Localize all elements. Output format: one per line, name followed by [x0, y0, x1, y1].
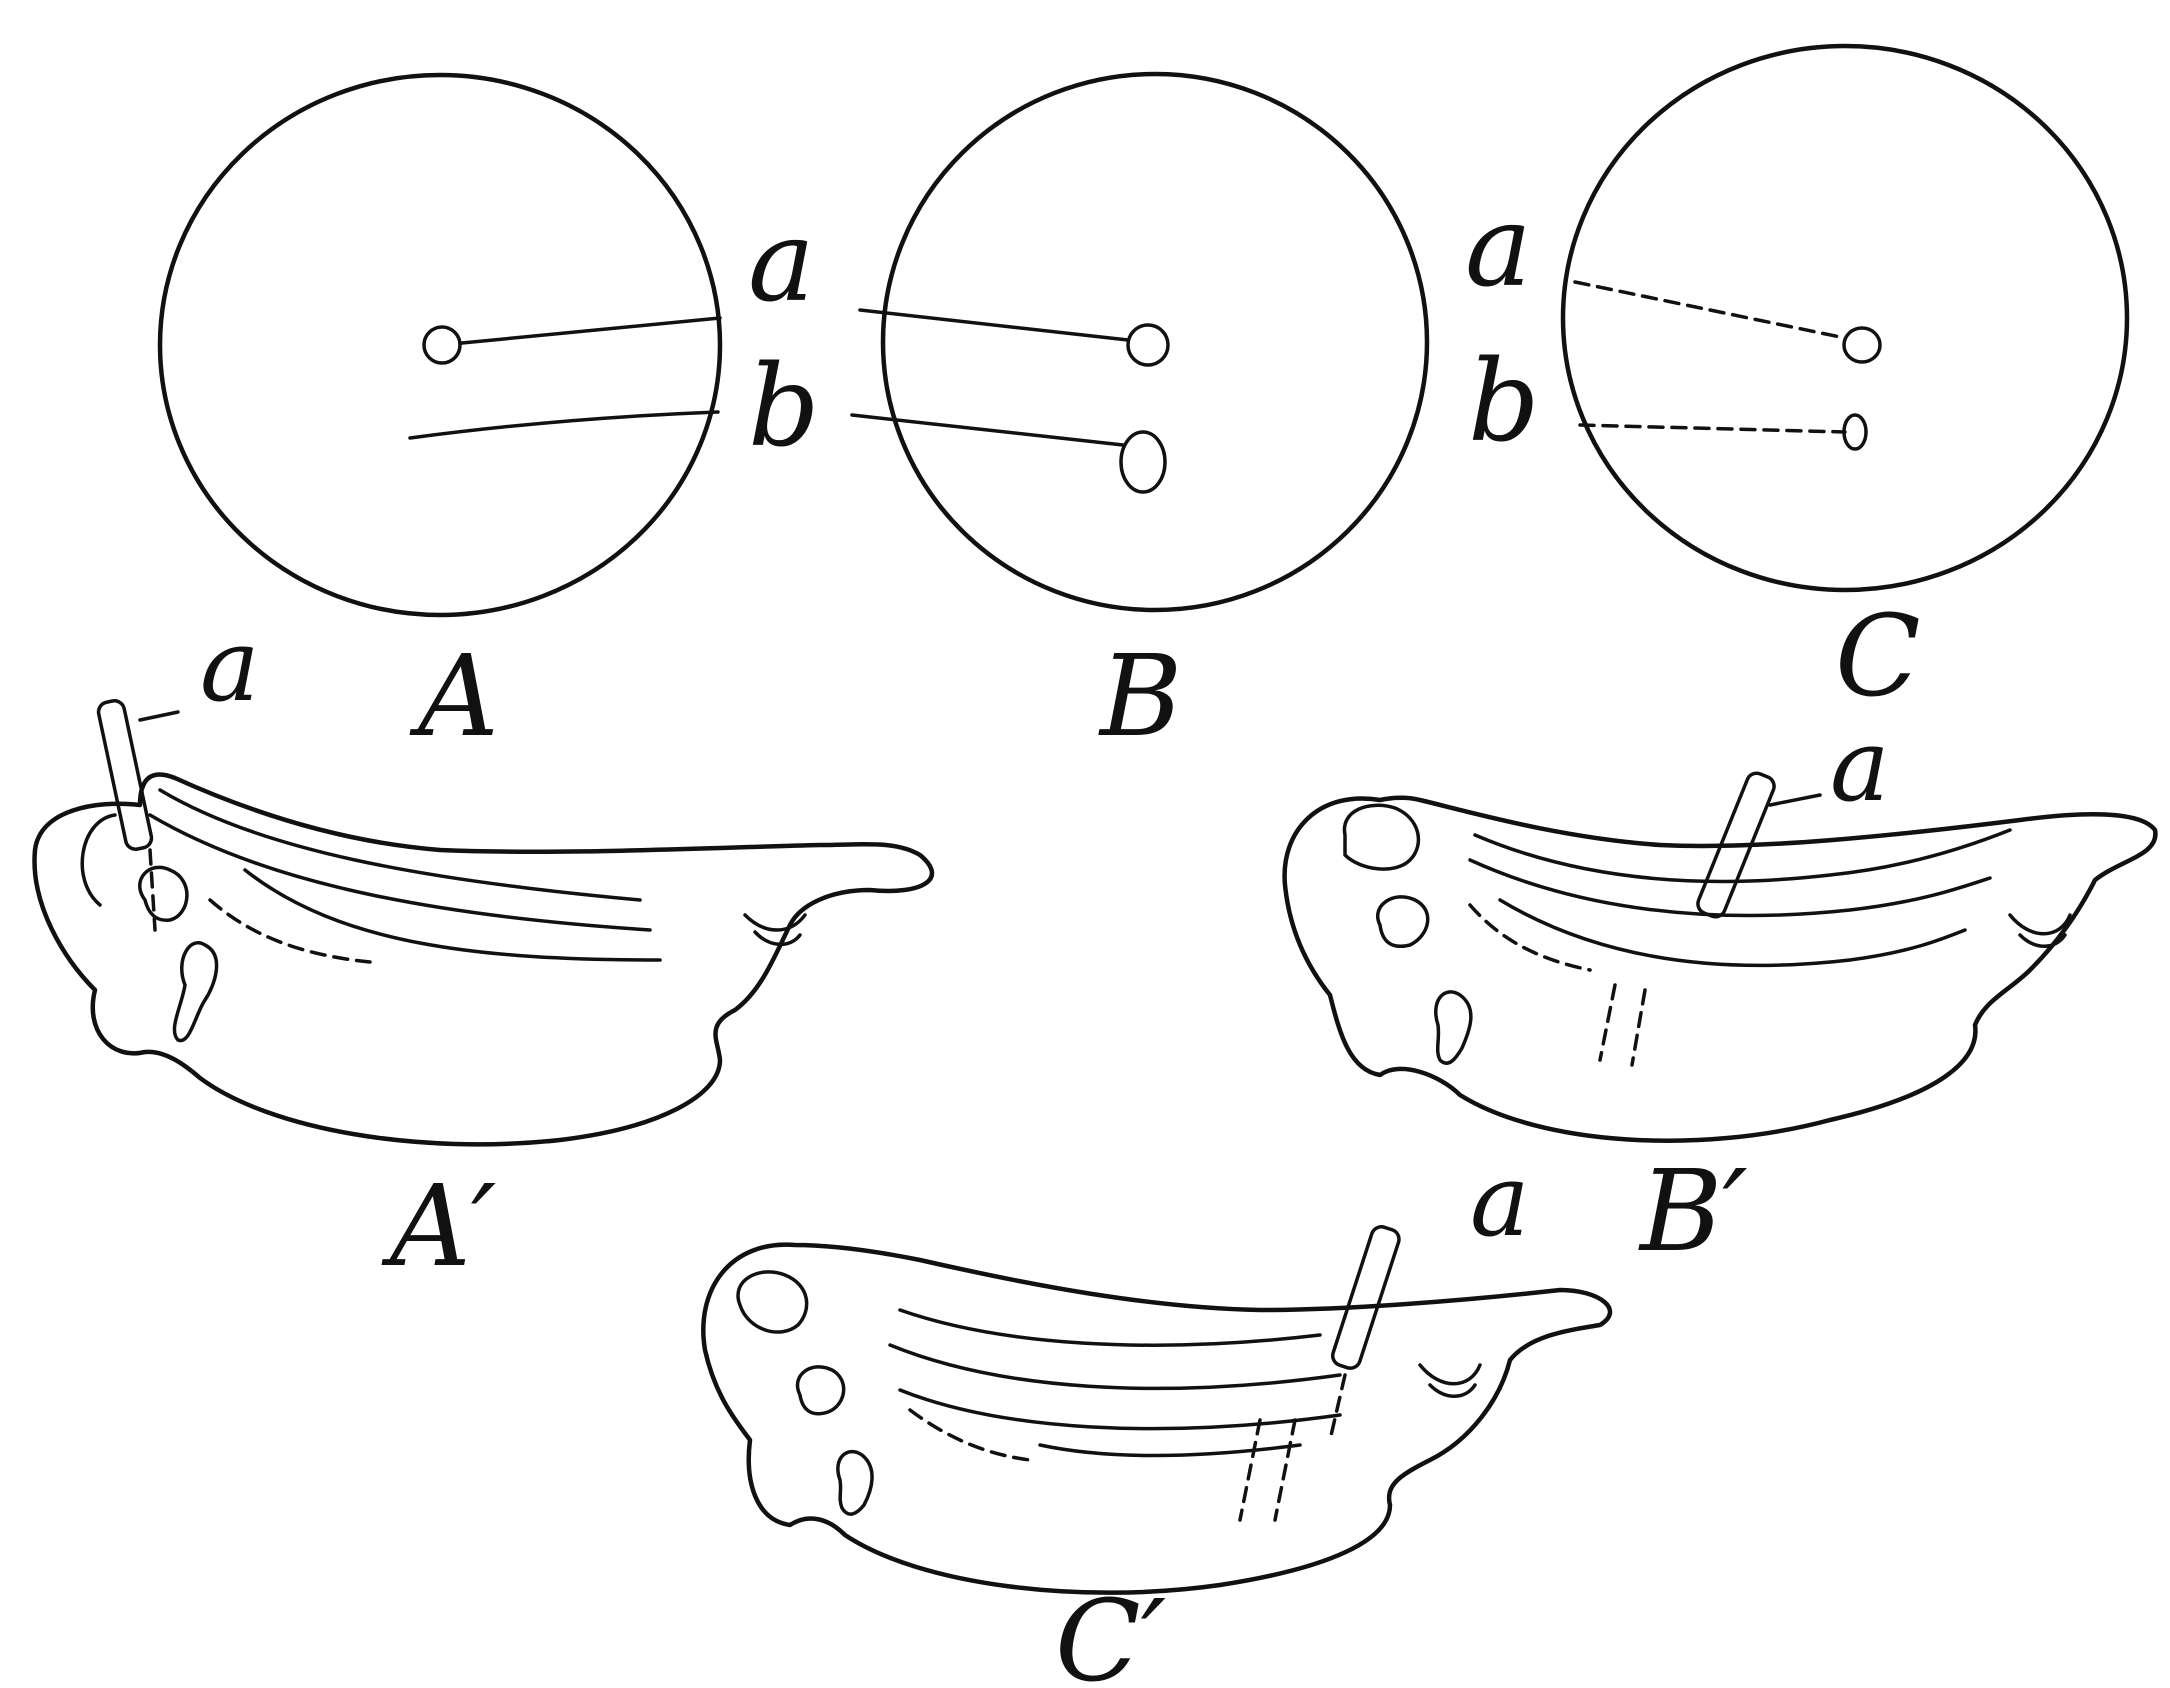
embryo-a-fold-2	[150, 815, 650, 930]
embryo-b-pointer-label: a	[1830, 707, 1890, 824]
embryo-c-fold-2	[890, 1345, 1340, 1388]
pointer-b-right: b	[1468, 337, 1540, 467]
disc-c-group: C	[1563, 46, 2127, 722]
disc-b-line-a	[860, 310, 1128, 340]
pointers-ab: a b	[748, 197, 820, 472]
disc-b-line-b	[852, 415, 1123, 445]
embryo-a-pointer-line	[140, 712, 178, 720]
embryo-b-label: B′	[1638, 1147, 1748, 1277]
disc-c	[1563, 46, 2127, 590]
embryo-b-optic	[1378, 897, 1428, 946]
embryo-a-fold-3	[245, 870, 660, 960]
embryo-b-fold-3	[1500, 900, 1965, 965]
disc-a-line-b	[410, 412, 718, 438]
embryo-b-notochord	[1600, 985, 1645, 1065]
disc-a-line-a	[462, 318, 720, 343]
embryo-c-head-eye	[738, 1272, 807, 1332]
embryo-b-vesicle	[1436, 992, 1471, 1063]
embryo-b-group: a B′	[1285, 707, 2156, 1277]
disc-c-line-a	[1575, 282, 1845, 338]
embryo-c-rod-a	[1330, 1224, 1401, 1371]
embryo-a-label: A′	[381, 1162, 496, 1292]
disc-b-group: B	[852, 74, 1427, 762]
disc-a	[160, 75, 720, 615]
embryo-b-tail-marks	[2010, 915, 2070, 946]
embryo-c-tail-marks	[1420, 1365, 1480, 1396]
embryo-c-group: a C′	[703, 1142, 1610, 1688]
embryo-c-vesicle	[838, 1452, 872, 1515]
embryo-c-notochord	[1240, 1420, 1295, 1520]
embryo-a-notch	[82, 815, 115, 905]
disc-a-label: A	[409, 632, 499, 762]
pointer-a-left: a	[748, 197, 815, 327]
disc-b-mark-b	[1121, 432, 1165, 492]
disc-c-mark-a	[1844, 328, 1880, 362]
disc-c-label: C	[1835, 592, 1921, 722]
embryo-a-groove	[210, 900, 370, 962]
disc-a-mark-a	[424, 327, 460, 363]
embryo-a-vesicle	[174, 943, 216, 1041]
disc-c-line-b	[1580, 425, 1845, 432]
embryo-b-fold-2	[1470, 860, 1990, 916]
disc-b-mark-a	[1128, 325, 1168, 365]
embryo-a-rod-a-dotted	[150, 850, 155, 930]
embryo-b-head-eye	[1344, 805, 1418, 869]
disc-c-mark-b	[1844, 415, 1866, 449]
embryo-a-rod-a	[97, 699, 154, 851]
embryo-c-fold-3	[900, 1390, 1340, 1429]
pointers-bc: a b	[1465, 182, 1540, 467]
embryo-a-pointer-label: a	[200, 607, 260, 724]
pointer-b-left: b	[748, 342, 820, 472]
embryo-c-rod-a-dotted	[1330, 1375, 1345, 1440]
embryo-c-fold-1	[900, 1310, 1320, 1345]
embryo-c-label: C′	[1055, 1577, 1166, 1688]
embryo-c-optic	[798, 1367, 844, 1414]
disc-b-label: B	[1098, 632, 1182, 762]
embryo-c-pointer-label: a	[1470, 1142, 1530, 1259]
embryo-b-fold-1	[1475, 830, 2010, 882]
embryo-b-pointer-line	[1770, 795, 1820, 805]
pointer-a-right: a	[1465, 182, 1532, 312]
embryo-a-outline	[35, 774, 932, 1144]
embryo-c-outline	[703, 1245, 1610, 1593]
embryo-c-fold-4	[1040, 1445, 1300, 1456]
embryo-a-optic	[140, 867, 187, 920]
disc-b	[883, 74, 1427, 610]
